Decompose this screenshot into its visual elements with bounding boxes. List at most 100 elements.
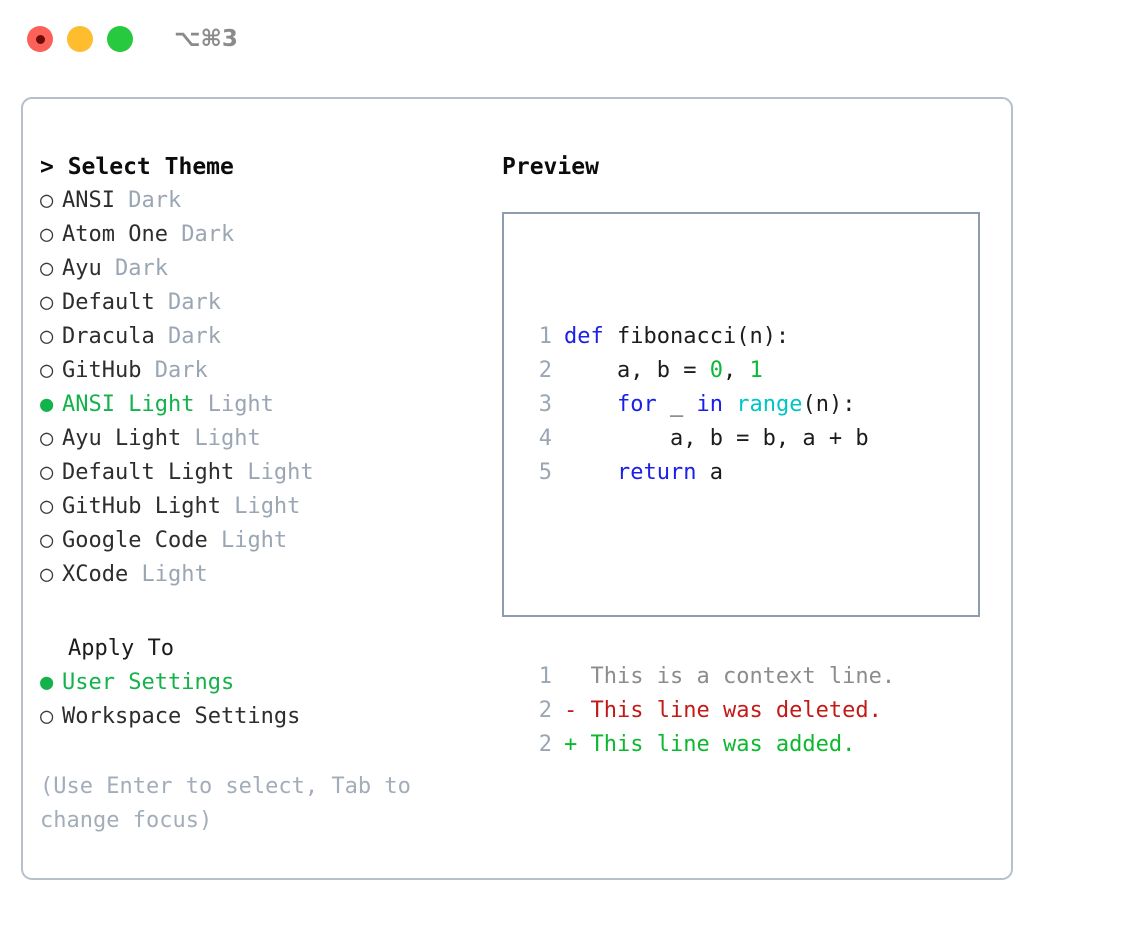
theme-option-kind: Dark bbox=[167, 222, 235, 247]
main-panel: > Select Theme ○ANSI Dark○Atom One Dark○… bbox=[21, 97, 1013, 880]
radio-unselected-icon: ○ bbox=[40, 358, 54, 383]
radio-unselected-icon: ○ bbox=[40, 562, 54, 587]
theme-option-kind: Light bbox=[128, 562, 208, 587]
theme-option-ansi-light[interactable]: ●ANSI Light Light bbox=[40, 388, 500, 422]
code-text: for _ in range(n): bbox=[564, 388, 855, 422]
line-number: 2 bbox=[538, 698, 552, 723]
code-token-plain: a, b = b, a + b bbox=[564, 426, 869, 451]
diff-marker: + bbox=[564, 732, 591, 757]
theme-option-ayu-light[interactable]: ○ Ayu Light Light bbox=[40, 422, 500, 456]
code-token-plain: _ bbox=[656, 392, 697, 417]
radio-unselected-icon: ○ bbox=[40, 222, 54, 247]
apply-to-option-name: Workspace Settings bbox=[62, 704, 301, 729]
theme-option-kind: Light bbox=[220, 494, 301, 519]
code-token-plain bbox=[723, 392, 736, 417]
theme-option-name: Dracula bbox=[62, 324, 155, 349]
theme-option-name: GitHub Light bbox=[62, 494, 221, 519]
window-controls bbox=[27, 26, 133, 52]
theme-option-name: Default Light bbox=[62, 460, 235, 485]
radio-unselected-icon: ○ bbox=[40, 256, 54, 281]
code-token-kw: for bbox=[616, 392, 657, 417]
theme-option-ayu[interactable]: ○ Ayu Dark bbox=[40, 252, 500, 286]
theme-option-default-light[interactable]: ○Default Light Light bbox=[40, 456, 500, 490]
theme-option-kind: Dark bbox=[101, 256, 168, 281]
code-token-kw: def bbox=[564, 324, 604, 349]
radio-unselected-icon: ○ bbox=[40, 494, 54, 519]
theme-option-name: Ayu Light bbox=[62, 426, 182, 451]
theme-option-kind: Light bbox=[207, 528, 288, 553]
theme-option-kind: Dark bbox=[141, 358, 208, 383]
theme-option-kind: Dark bbox=[114, 188, 182, 213]
code-text: return a bbox=[564, 456, 723, 490]
apply-to-option-workspace-settings[interactable]: ○ Workspace Settings bbox=[40, 700, 500, 734]
apply-to-option-name: User Settings bbox=[62, 670, 235, 695]
title-bar: ⌥⌘3 bbox=[0, 0, 1140, 78]
keyboard-hint-text: (Use Enter to select, Tab to change focu… bbox=[40, 774, 425, 833]
theme-option-github[interactable]: ○ GitHub Dark bbox=[40, 354, 500, 388]
line-number: 3 bbox=[538, 392, 552, 417]
diff-sample: 1 This is a context line.2- This line wa… bbox=[518, 660, 895, 762]
radio-unselected-icon: ○ bbox=[40, 460, 54, 485]
code-line: 3 for _ in range(n): bbox=[518, 388, 895, 422]
spacer bbox=[40, 592, 500, 632]
line-number: 4 bbox=[538, 426, 552, 451]
keyboard-shortcut-label: ⌥⌘3 bbox=[174, 26, 238, 52]
select-theme-heading: > Select Theme bbox=[40, 154, 234, 180]
theme-option-name: GitHub bbox=[62, 358, 142, 383]
maximize-button[interactable] bbox=[107, 26, 133, 52]
theme-option-name: ANSI bbox=[62, 188, 115, 213]
code-line: 4 a, b = b, a + b bbox=[518, 422, 895, 456]
line-number: 5 bbox=[538, 460, 552, 485]
theme-option-kind: Light bbox=[181, 426, 261, 451]
radio-unselected-icon: ○ bbox=[40, 324, 54, 349]
theme-option-name: Atom One bbox=[62, 222, 168, 247]
theme-option-list[interactable]: ○ANSI Dark○Atom One Dark○Ayu Dark○Defaul… bbox=[40, 184, 500, 592]
theme-option-name: XCode bbox=[62, 562, 129, 587]
minimize-button[interactable] bbox=[67, 26, 93, 52]
apply-to-label: Apply To bbox=[68, 636, 174, 661]
code-token-num: 0 bbox=[709, 358, 723, 383]
apply-to-option-user-settings[interactable]: ●User Settings bbox=[40, 666, 500, 700]
theme-option-kind: Dark bbox=[154, 290, 221, 315]
diff-marker bbox=[564, 660, 591, 694]
theme-option-default[interactable]: ○ Default Dark bbox=[40, 286, 500, 320]
apply-to-option-list[interactable]: ●User Settings ○ Workspace Settings bbox=[40, 666, 500, 734]
code-token-fn: range bbox=[736, 392, 803, 417]
theme-option-name: Ayu bbox=[62, 256, 102, 281]
code-text: a, b = 0, 1 bbox=[564, 354, 763, 388]
radio-selected-icon: ● bbox=[40, 392, 54, 417]
radio-unselected-icon: ○ bbox=[40, 426, 54, 451]
theme-picker-column: > Select Theme ○ANSI Dark○Atom One Dark○… bbox=[40, 150, 500, 838]
line-number: 1 bbox=[538, 324, 552, 349]
code-token-kw: in bbox=[696, 392, 723, 417]
theme-option-name: Google Code bbox=[62, 528, 208, 553]
code-line: 1 def fibonacci(n): bbox=[518, 320, 895, 354]
diff-marker: - bbox=[564, 698, 591, 723]
code-token-plain: a, b = bbox=[564, 358, 710, 383]
theme-option-github-light[interactable]: ○ GitHub Light Light bbox=[40, 490, 500, 524]
diff-text: This is a context line. bbox=[590, 664, 896, 689]
radio-unselected-icon: ○ bbox=[40, 290, 54, 315]
theme-option-dracula[interactable]: ○ Dracula Dark bbox=[40, 320, 500, 354]
theme-option-kind: Dark bbox=[154, 324, 221, 349]
code-token-plain: fibonacci(n): bbox=[603, 324, 790, 349]
code-token-plain: (n): bbox=[802, 392, 856, 417]
code-blank-line bbox=[518, 558, 895, 592]
code-line: 2 a, b = 0, 1 bbox=[518, 354, 895, 388]
diff-text: This line was added. bbox=[590, 732, 856, 757]
theme-option-atom-one[interactable]: ○ Atom One Dark bbox=[40, 218, 500, 252]
theme-option-ansi[interactable]: ○ANSI Dark bbox=[40, 184, 500, 218]
preview-heading: Preview bbox=[502, 154, 599, 180]
code-token-plain bbox=[564, 460, 617, 485]
close-button[interactable] bbox=[27, 26, 53, 52]
theme-option-name: Default bbox=[62, 290, 155, 315]
radio-unselected-icon: ○ bbox=[40, 704, 54, 729]
code-text: def fibonacci(n): bbox=[564, 320, 789, 354]
theme-option-google-code[interactable]: ○ Google Code Light bbox=[40, 524, 500, 558]
theme-option-xcode[interactable]: ○ XCode Light bbox=[40, 558, 500, 592]
radio-unselected-icon: ○ bbox=[40, 528, 54, 553]
